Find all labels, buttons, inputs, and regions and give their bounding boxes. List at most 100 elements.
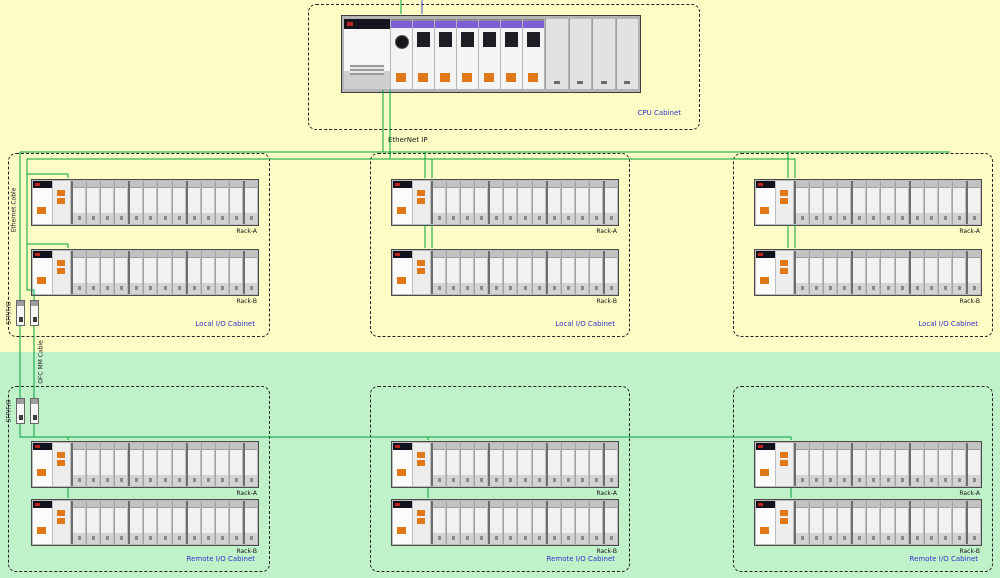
io-module	[866, 251, 880, 294]
io-rack-a	[754, 441, 982, 488]
io-module	[545, 501, 560, 544]
io-module	[880, 181, 894, 224]
io-module	[794, 181, 809, 224]
io-module	[100, 443, 114, 486]
io-module	[228, 501, 242, 544]
io-module	[128, 443, 143, 486]
io-module	[200, 443, 214, 486]
io-module	[503, 181, 517, 224]
io-module	[86, 443, 100, 486]
comm-adapter-module	[393, 501, 412, 544]
io-module	[602, 443, 618, 486]
power-supply-module	[344, 19, 390, 89]
io-module	[143, 251, 157, 294]
io-module	[517, 443, 531, 486]
io-module	[228, 443, 242, 486]
comm-adapter-module	[756, 501, 775, 544]
io-module	[574, 181, 588, 224]
io-module	[488, 501, 503, 544]
adapter-module	[776, 251, 793, 294]
ethernet-cable-label: Ethernet Cable	[10, 187, 18, 233]
comm-module	[435, 19, 456, 89]
io-module	[837, 501, 851, 544]
io-module	[965, 251, 981, 294]
io-module	[488, 443, 503, 486]
io-module	[894, 443, 908, 486]
io-rack-b	[31, 249, 259, 296]
io-module	[866, 501, 880, 544]
io-module	[157, 443, 171, 486]
io-module	[114, 181, 128, 224]
io-module	[545, 443, 560, 486]
io-module	[446, 251, 460, 294]
empty-slot-cover	[545, 19, 568, 89]
io-module	[823, 443, 837, 486]
io-module	[242, 443, 258, 486]
io-module	[965, 443, 981, 486]
io-module	[185, 501, 200, 544]
io-module	[545, 251, 560, 294]
io-module	[951, 251, 965, 294]
cpu-rack	[341, 15, 641, 93]
rack-label: Rack-A	[236, 490, 257, 497]
sfp-label-remote: SFP/F/O	[5, 399, 13, 423]
io-module	[937, 443, 951, 486]
cpu-module	[391, 19, 412, 89]
io-module	[866, 181, 880, 224]
local-io-cabinet-2: Rack-A Rack-B Local I/O Cabinet	[370, 153, 630, 337]
io-module	[128, 181, 143, 224]
io-module	[880, 501, 894, 544]
comm-adapter-module	[756, 181, 775, 224]
adapter-module	[776, 181, 793, 224]
io-rack-b	[391, 499, 619, 546]
comm-adapter-module	[33, 181, 52, 224]
remote-io-cabinet-3: Rack-A Rack-B Remote I/O Cabinet	[733, 386, 993, 572]
io-module	[488, 181, 503, 224]
ofc-cable-label: OFC MM Cable	[37, 340, 45, 384]
io-module	[71, 501, 86, 544]
cabinet-label: Remote I/O Cabinet	[186, 555, 255, 563]
io-module	[908, 501, 923, 544]
io-module	[517, 181, 531, 224]
io-module	[100, 251, 114, 294]
io-module	[937, 251, 951, 294]
io-module	[446, 501, 460, 544]
io-module	[560, 443, 574, 486]
io-module	[908, 443, 923, 486]
rack-label: Rack-A	[959, 490, 980, 497]
io-rack-a	[31, 441, 259, 488]
io-module	[100, 501, 114, 544]
comm-module	[457, 19, 478, 89]
adapter-module	[776, 501, 793, 544]
io-module	[431, 251, 446, 294]
io-module	[460, 181, 474, 224]
io-module	[114, 501, 128, 544]
adapter-module	[776, 443, 793, 486]
io-module	[503, 501, 517, 544]
cabinet-label: Local I/O Cabinet	[555, 320, 615, 328]
io-module	[71, 181, 86, 224]
io-module	[431, 501, 446, 544]
io-module	[965, 181, 981, 224]
io-module	[894, 181, 908, 224]
io-module	[157, 251, 171, 294]
io-module	[431, 181, 446, 224]
io-module	[602, 501, 618, 544]
rack-label: Rack-A	[236, 228, 257, 235]
io-module	[823, 251, 837, 294]
comm-module	[479, 19, 500, 89]
sfp-module	[16, 300, 25, 326]
io-module	[560, 501, 574, 544]
io-module	[908, 181, 923, 224]
empty-slot-cover	[592, 19, 615, 89]
io-module	[809, 251, 823, 294]
io-module	[431, 443, 446, 486]
io-module	[86, 501, 100, 544]
io-rack-b	[391, 249, 619, 296]
io-module	[531, 443, 545, 486]
io-module	[143, 443, 157, 486]
io-module	[503, 443, 517, 486]
io-module	[214, 251, 228, 294]
rack-label: Rack-B	[959, 298, 980, 305]
